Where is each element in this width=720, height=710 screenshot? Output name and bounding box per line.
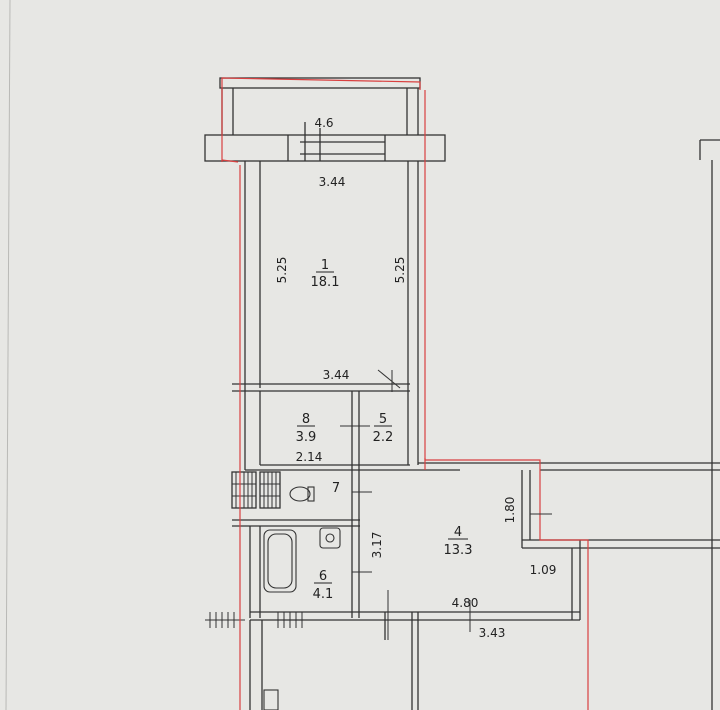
- room-5-area: 2.2: [373, 430, 394, 445]
- dim-balcony-width: 4.6: [314, 116, 333, 130]
- walls: [204, 77, 720, 710]
- room-6-number: 6: [319, 569, 327, 584]
- dim-room1-bottom-width: 3.44: [323, 368, 350, 382]
- dimension-lines: [340, 369, 552, 640]
- room-6-area: 4.1: [313, 587, 334, 602]
- dim-room8-width: 2.14: [296, 450, 323, 464]
- dim-hall-right-width: 1.09: [530, 563, 557, 577]
- room-8-number: 8: [302, 412, 310, 427]
- room-5-number: 5: [379, 412, 387, 427]
- fixtures: [263, 486, 341, 710]
- dim-room1-right-height: 5.25: [393, 257, 407, 284]
- sink-icon: [319, 527, 341, 549]
- dim-room1-top-width: 3.44: [319, 175, 346, 189]
- dim-room1-left-height: 5.25: [275, 257, 289, 284]
- room-1-number: 1: [321, 258, 329, 273]
- room-8-area: 3.9: [296, 430, 317, 445]
- dim-hall-offset: 1.80: [503, 497, 517, 524]
- bathtub-icon: [263, 529, 297, 593]
- room-labels: 1 18.1 8 3.9 5 2.2 7 4 13.3 6 4.1: [296, 258, 473, 602]
- paper-edge: [5, 0, 11, 710]
- room-4-area: 13.3: [444, 543, 473, 558]
- red-outline: [221, 77, 589, 710]
- dim-lower-room-width: 3.43: [479, 626, 506, 640]
- hatch-marks: [205, 472, 303, 628]
- dimension-labels: 4.6 3.44 5.25 5.25 3.44 2.14 3.17 1.80 1…: [275, 116, 556, 640]
- room-1-area: 18.1: [311, 275, 340, 290]
- room-4-number: 4: [454, 525, 462, 540]
- room-7-number: 7: [332, 481, 340, 496]
- dim-corridor-height: 3.17: [370, 532, 384, 559]
- toilet-icon: [289, 486, 311, 502]
- dim-hall-width: 4.80: [452, 596, 479, 610]
